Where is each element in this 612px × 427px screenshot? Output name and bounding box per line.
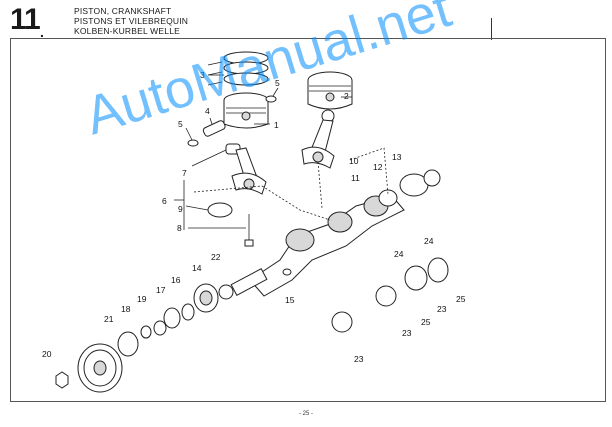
piston-rings [223, 51, 269, 86]
callout-2: 2 [344, 91, 349, 101]
page-header: 11 . PISTON, CRANKSHAFT PISTONS ET VILEB… [8, 2, 604, 40]
rod-bolt [244, 214, 254, 247]
connecting-rod-right [301, 109, 335, 169]
callout-18: 18 [121, 304, 131, 314]
callout-5-upper: 5 [275, 78, 280, 88]
callout-25-upper: 25 [456, 294, 466, 304]
guide-line-4 [193, 185, 263, 193]
diagram-frame [10, 38, 606, 402]
callout-13: 13 [392, 152, 402, 162]
bearing-23-middle [375, 285, 397, 307]
callout-14: 14 [192, 263, 202, 273]
title-english: PISTON, CRANKSHAFT [74, 6, 172, 16]
callout-23-lower: 23 [354, 354, 364, 364]
crank-gear [193, 283, 219, 313]
crank-bushing [218, 284, 234, 300]
page-number: - 25 - [298, 411, 313, 417]
crankshaft [230, 195, 405, 297]
rod-bearing [207, 202, 233, 218]
callout-22: 22 [211, 252, 221, 262]
piston-left [223, 92, 269, 129]
circlip-lower [187, 139, 199, 147]
callout-10: 10 [349, 156, 359, 166]
callout-17: 17 [156, 285, 166, 295]
callout-23-middle: 23 [402, 328, 412, 338]
callout-4: 4 [205, 106, 210, 116]
callout-24-right: 24 [424, 236, 434, 246]
callout-5-lower: 5 [178, 119, 183, 129]
section-number: 11 [10, 3, 41, 36]
piston-pin [202, 120, 226, 137]
piston-right [307, 71, 353, 110]
seal-21 [117, 331, 139, 357]
washer-17 [163, 307, 181, 329]
main-bearings [378, 169, 441, 207]
callout-19: 19 [137, 294, 147, 304]
section-dot: . [40, 24, 44, 40]
connecting-rod-left [225, 143, 267, 195]
section-titles: PISTON, CRANKSHAFT PISTONS ET VILEBREQUI… [74, 6, 188, 36]
callout-9: 9 [178, 204, 183, 214]
seal-25 [427, 257, 449, 283]
guide-line-1 [261, 185, 331, 221]
callout-8: 8 [177, 223, 182, 233]
guide-line-3 [349, 147, 389, 195]
crank-key [282, 268, 292, 276]
circlip-upper [265, 95, 277, 103]
title-french: PISTONS ET VILEBREQUIN [74, 16, 189, 26]
callout-24-left: 24 [394, 249, 404, 259]
guide-line-2 [317, 161, 323, 209]
callout-21: 21 [104, 314, 114, 324]
bearing-23-upper [404, 265, 428, 291]
callout-12: 12 [373, 162, 383, 172]
washer-16 [181, 303, 195, 321]
callout-1: 1 [274, 120, 279, 130]
washer-19 [153, 320, 167, 336]
pulley-nut [55, 371, 69, 389]
callout-20: 20 [42, 349, 52, 359]
callout-23-upper: 23 [437, 304, 447, 314]
callout-3: 3 [200, 70, 205, 80]
callout-7: 7 [182, 168, 187, 178]
crank-pulley [77, 343, 123, 393]
callout-15: 15 [285, 295, 295, 305]
title-german: KOLBEN-KURBEL WELLE [74, 26, 180, 36]
callout-11: 11 [351, 173, 360, 183]
callout-6: 6 [162, 196, 167, 206]
washer-18 [140, 325, 152, 339]
header-divider [491, 18, 492, 40]
callout-16: 16 [171, 275, 181, 285]
bearing-23-lower [331, 311, 353, 333]
callout-25-lower: 25 [421, 317, 431, 327]
leader-lines [174, 61, 352, 230]
